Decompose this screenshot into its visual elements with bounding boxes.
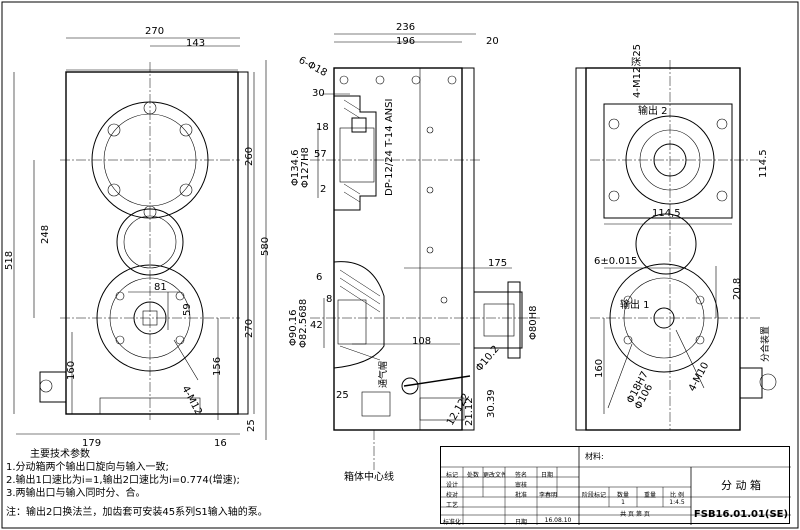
dim-25-left: 25 [246, 419, 257, 432]
dim-spline-spec: DP-12/24 T-14 ANSI [384, 99, 395, 196]
dim-260: 260 [244, 147, 255, 166]
dim-580: 580 [260, 237, 271, 256]
dim-248: 248 [40, 225, 51, 244]
middle-view [310, 33, 540, 470]
dim-236: 236 [396, 22, 415, 33]
dim-18: 18 [316, 122, 329, 133]
tb-quantity: 数量 [616, 492, 629, 499]
lower-gear-section [333, 261, 385, 369]
dim-160-left: 160 [66, 361, 77, 380]
tb-approver: 李春明 [538, 492, 557, 499]
dim-196: 196 [396, 36, 415, 47]
dim-81: 81 [154, 282, 167, 293]
dim-25-mid: 25 [336, 390, 349, 401]
notes-title: 主要技术参数 [30, 449, 90, 460]
technical-notes: 主要技术参数 1.分动箱两个输出口旋向与输入一致; 2.输出1口速比为i=1,输… [6, 448, 436, 519]
dim-59: 59 [182, 303, 193, 316]
tb-date: 16.08.10 [544, 517, 572, 524]
dim-2-mid: 2 [320, 184, 326, 195]
note-item-1: 1.分动箱两个输出口旋向与输入一致; [6, 462, 169, 473]
tb-mark: 标记 [445, 472, 458, 479]
tb-standard: 标准化 [442, 519, 461, 526]
title-block: 材料: 标记 处数 更改文件号 签名 日期 设计 审核 校对 批准 李春明 工艺… [440, 446, 791, 526]
tb-scale-value: 1:4.5 [669, 499, 685, 506]
tb-count: 处数 [466, 472, 479, 479]
dim-21: 21.12 [464, 397, 475, 426]
dim-20: 20 [486, 36, 499, 47]
dim-d90: Φ90.16 [288, 310, 299, 347]
tb-date-head: 日期 [540, 472, 553, 479]
note-item-3: 3.两输出口与输入同时分、合。 [6, 488, 146, 499]
tb-sign: 签名 [514, 472, 527, 479]
dim-179: 179 [82, 438, 101, 449]
tb-doc: 更改文件号 [483, 472, 505, 479]
right-view [575, 60, 777, 431]
dim-d82: Φ82.5688 [298, 299, 309, 348]
dim-30-39: 30.39 [486, 389, 497, 418]
label-shift-device: 分合装置 [759, 326, 771, 362]
dim-8: 8 [326, 294, 332, 305]
dim-270-left: 270 [244, 319, 255, 338]
tb-design: 设计 [445, 482, 458, 489]
tb-review: 审核 [514, 482, 527, 489]
dim-6-mid: 6 [316, 272, 322, 283]
dim-143: 143 [186, 38, 205, 49]
tb-process: 工艺 [445, 502, 458, 509]
note-item-2: 2.输出1口速比为i=1,输出2口速比为i=0.774(增速); [6, 475, 240, 486]
tb-stage-mark: 阶段标记 [581, 492, 606, 499]
label-output-1: 输出 1 [620, 298, 650, 311]
dim-270-top: 270 [145, 26, 164, 37]
dim-d134: Φ134.6 [290, 150, 301, 187]
upper-gear-section [333, 95, 377, 211]
title-block-grid [441, 447, 791, 525]
dim-30: 30 [312, 88, 325, 99]
tb-sheets: 共 页 第 页 [620, 511, 650, 518]
dim-57: 57 [314, 149, 327, 160]
middle-housing-outline [333, 67, 463, 431]
tb-date-label: 日期 [514, 519, 527, 526]
note-remark: 注：输出2口换法兰，加齿套可安装45系列S1输入轴的泵。 [6, 507, 268, 518]
dim-114-5-h: 114,5 [652, 208, 681, 219]
dim-160-right: 160 [594, 359, 605, 378]
dim-108: 108 [412, 336, 431, 347]
tb-weight: 重量 [643, 492, 656, 499]
dim-16: 16 [214, 438, 227, 449]
label-housing-centerline: 箱体中心线 [344, 470, 394, 483]
tb-approve: 批准 [514, 492, 527, 499]
tb-scale: 比 例 [670, 492, 684, 499]
label-output-2: 输出 2 [638, 104, 668, 117]
label-breather: 通气帽 [377, 361, 389, 388]
output2-flange [603, 103, 733, 219]
dim-20-8: 20.8 [732, 278, 743, 300]
tb-check: 校对 [445, 492, 458, 499]
dim-175: 175 [488, 258, 507, 269]
dim-156: 156 [212, 357, 223, 376]
dim-518: 518 [4, 251, 15, 270]
dim-d127h8: Φ127H8 [300, 147, 311, 188]
dim-6-tol: 6±0.015 [594, 256, 637, 267]
dim-bolt-holes: 6-Φ18 [297, 55, 329, 79]
dim-42: 42 [310, 320, 323, 331]
dim-d80h8: Φ80H8 [528, 306, 539, 340]
tb-qty-value: 1 [621, 499, 625, 506]
shift-lever [403, 375, 471, 387]
left-view [13, 37, 267, 440]
tb-drawing-no: FSB16.01.01(SE) [693, 509, 789, 520]
material-label: 材料: [585, 452, 604, 461]
dim-4-m12-deep: 4-M12深25 [631, 44, 643, 98]
dim-114-5-v: 114.5 [758, 149, 769, 178]
tb-part-name: 分 动 箱 [721, 479, 761, 492]
